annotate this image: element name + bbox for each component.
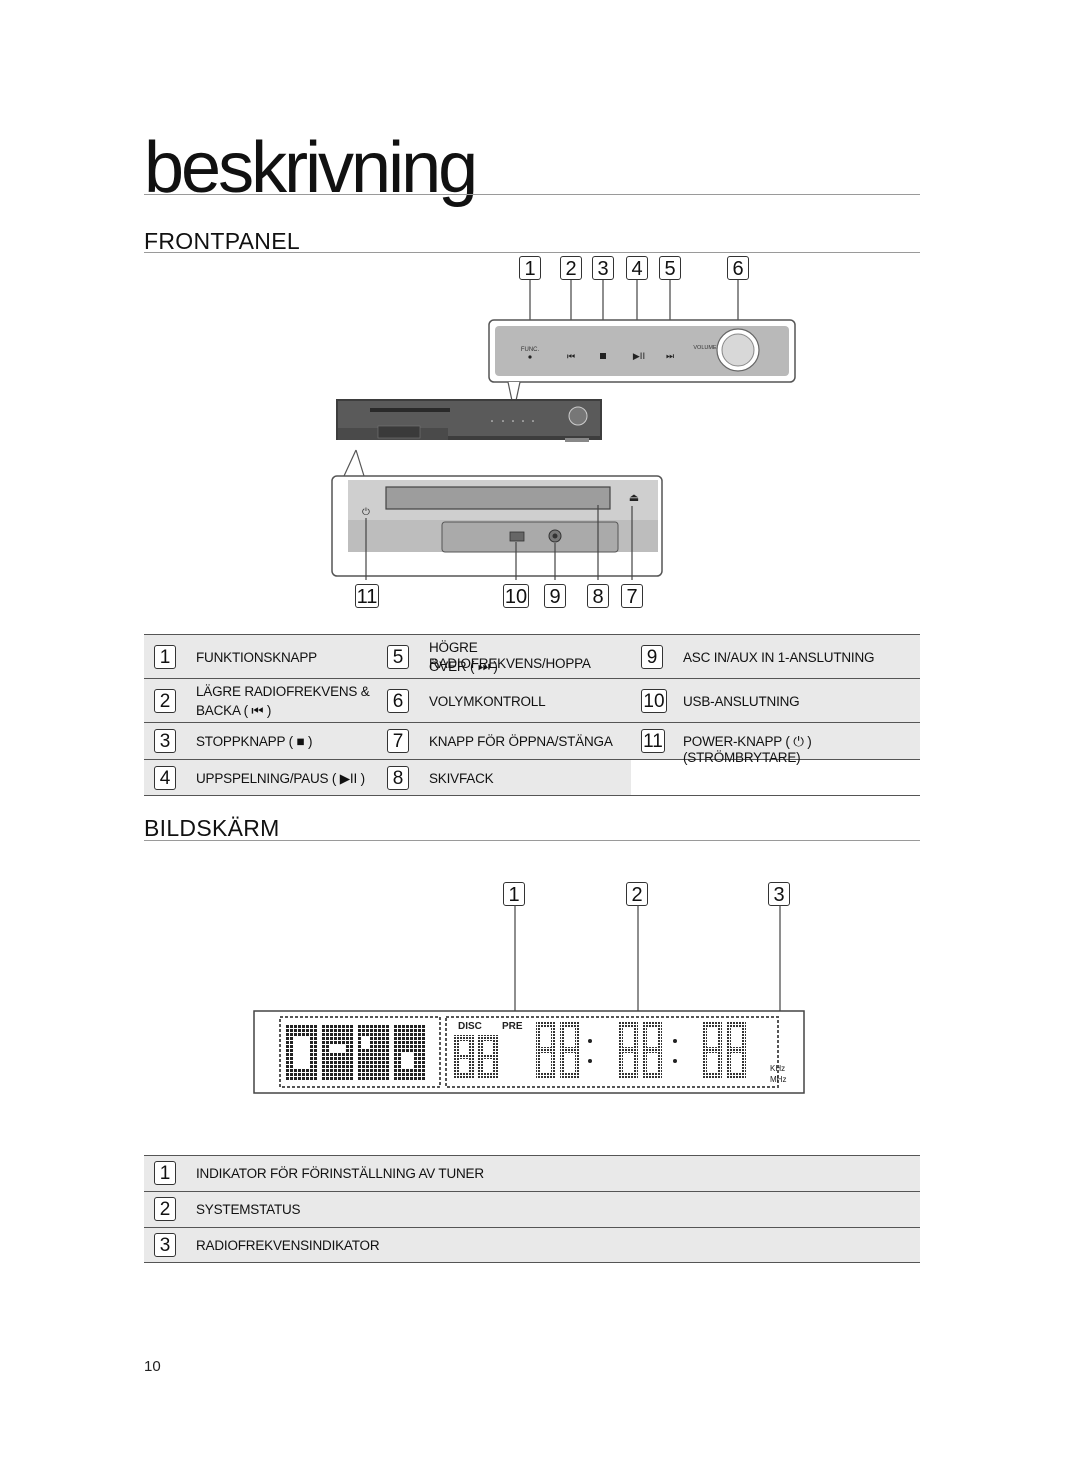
- frontpanel-heading: FRONTPANEL: [144, 228, 300, 254]
- table-row: 3 RADIOFREKVENSINDIKATOR: [144, 1228, 920, 1263]
- callout-11: 11: [355, 584, 379, 608]
- callout-9: 9: [544, 584, 566, 608]
- callout-3: 3: [592, 256, 614, 280]
- lcd-display-illustration: DISC PRE KHz MHz: [253, 905, 805, 1094]
- table-row: 1 FUNKTIONSKNAPP 5 HÖGRE RADIOFREKVENS/H…: [144, 635, 920, 679]
- callout-5: 5: [659, 256, 681, 280]
- display-legend: 1 INDIKATOR FÖR FÖRINSTÄLLNING AV TUNER …: [144, 1155, 920, 1263]
- callout-6: 6: [727, 256, 749, 280]
- display-callout-1: 1: [503, 882, 525, 906]
- display-callout-2: 2: [626, 882, 648, 906]
- display-rule: [144, 840, 920, 841]
- next-icon: ⏭: [666, 352, 674, 362]
- table-row: 4 UPPSPELNING/PAUS ( ▶II ) 8 SKIVFACK: [144, 760, 920, 796]
- table-row: 2 SYSTEMSTATUS: [144, 1192, 920, 1228]
- page-number: 10: [144, 1358, 161, 1375]
- callout-7: 7: [621, 584, 643, 608]
- play-pause-icon: ▶II: [633, 352, 645, 362]
- frontpanel-legend: 1 FUNKTIONSKNAPP 5 HÖGRE RADIOFREKVENS/H…: [144, 634, 920, 796]
- func-label: FUNC.: [521, 347, 540, 353]
- bottom-leader-lines: [365, 505, 633, 580]
- frontpanel-rule: [144, 252, 920, 253]
- display-callout-3: 3: [768, 882, 790, 906]
- table-row: 3 STOPPKNAPP ( ■ ) 7 KNAPP FÖR ÖPPNA/STÄ…: [144, 723, 920, 765]
- prev-icon: ⏮: [567, 352, 575, 362]
- usb-port: [509, 531, 525, 542]
- display-heading: BILDSKÄRM: [144, 815, 280, 841]
- power-icon: ⏻: [362, 507, 370, 518]
- device-illustration: FUNC. ⏮ ▶II ⏭ VOLUME ⏏ ⏻: [331, 280, 796, 580]
- eject-icon: ⏏: [629, 491, 639, 504]
- volume-label: VOLUME: [693, 345, 717, 351]
- page-title: beskrivning: [144, 128, 478, 208]
- lcd-khz-label: KHz: [770, 1064, 785, 1073]
- callout-4: 4: [626, 256, 648, 280]
- lcd-disc-label: DISC: [458, 1021, 482, 1032]
- table-row: 1 INDIKATOR FÖR FÖRINSTÄLLNING AV TUNER: [144, 1156, 920, 1192]
- callout-10: 10: [503, 584, 529, 608]
- callout-2: 2: [560, 256, 582, 280]
- callout-8: 8: [587, 584, 609, 608]
- title-rule: [144, 194, 920, 195]
- callout-1: 1: [519, 256, 541, 280]
- stop-icon: [600, 353, 606, 359]
- table-row: 2 LÄGRE RADIOFREKVENS & BACKA ( ⏮ ) 6 VO…: [144, 679, 920, 723]
- lcd-pre-label: PRE: [502, 1021, 523, 1032]
- lcd-mhz-label: MHz: [770, 1075, 786, 1084]
